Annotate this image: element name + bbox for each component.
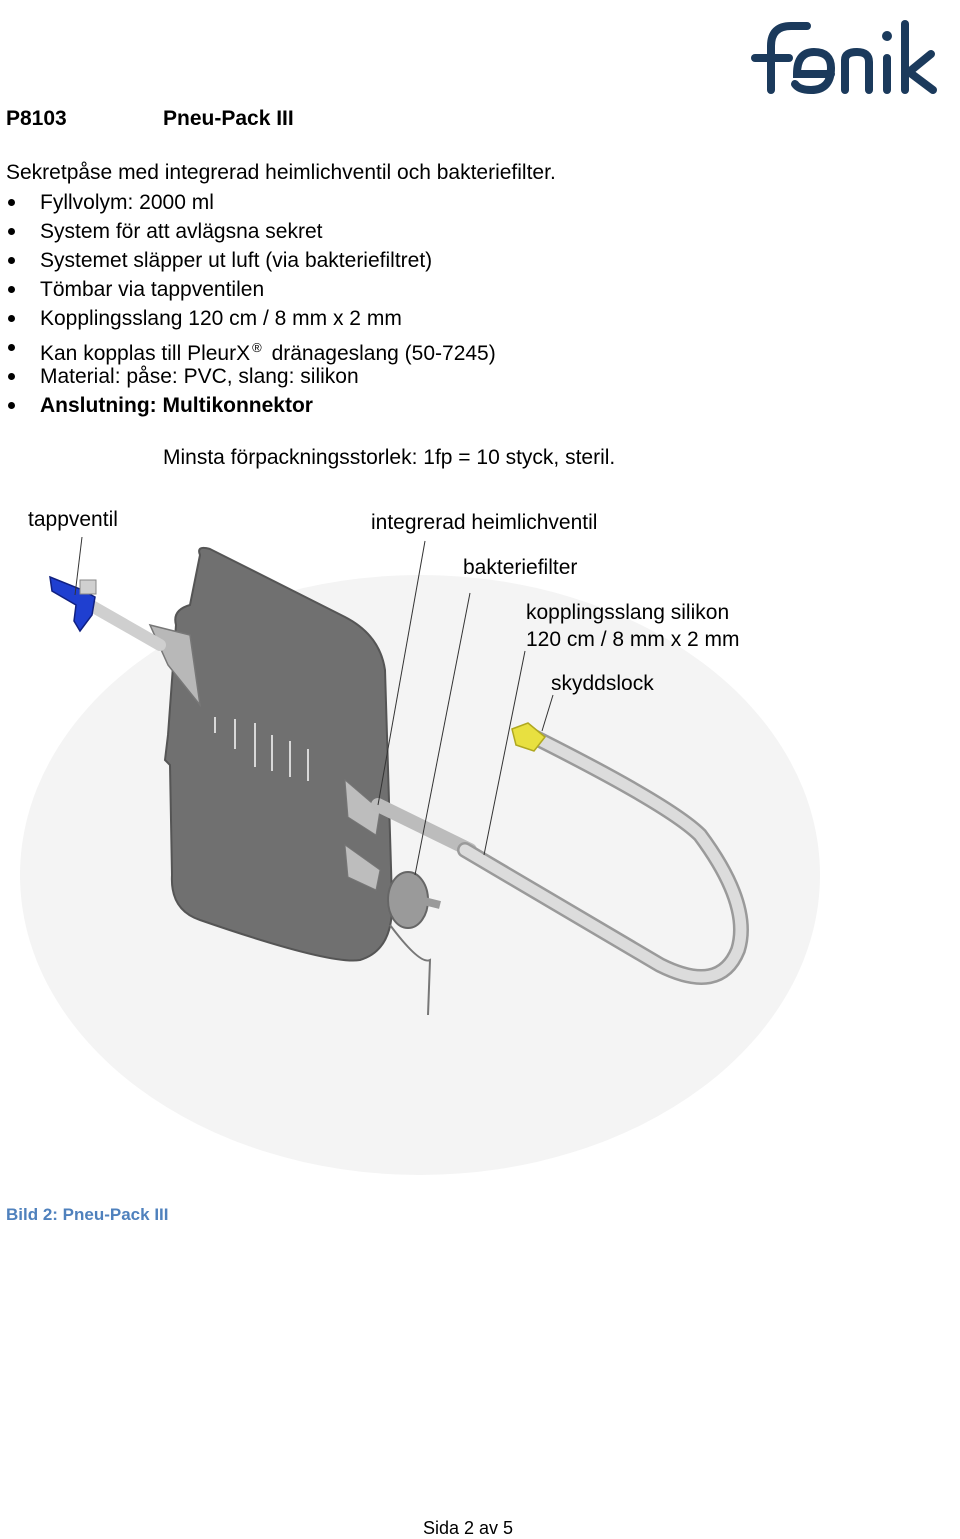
label-filter: bakteriefilter (463, 556, 577, 579)
bullet-icon (8, 286, 15, 293)
graduation-marks (214, 717, 309, 781)
label-heimlich: integrerad heimlichventil (371, 511, 597, 534)
list-item: Anslutning: Multikonnektor (0, 391, 496, 420)
feature-text: Material: påse: PVC, slang: silikon (40, 365, 359, 388)
protective-cap (511, 722, 547, 752)
list-item: Kan kopplas till PleurX® dränageslang (5… (0, 333, 496, 365)
product-code: P8103 (6, 107, 67, 130)
list-item: Fyllvolym: 2000 ml (0, 188, 496, 217)
bullet-icon (8, 228, 15, 235)
heimlich-valve (344, 778, 381, 836)
feature-text: Systemet släpper ut luft (via bakteriefi… (40, 249, 433, 272)
feature-list: Fyllvolym: 2000 ml System för att avlägs… (0, 188, 496, 420)
filter-outlet (419, 896, 441, 909)
feature-text: Kopplingsslang 120 cm / 8 mm x 2 mm (40, 307, 402, 330)
leader-lines (74, 536, 554, 876)
product-illustration: tappventil integrerad heimlichventil bak… (20, 508, 820, 1175)
page-number: Sida 2 av 5 (423, 1518, 514, 1538)
packaging-text: Minsta förpackningsstorlek: 1fp = 10 sty… (163, 446, 616, 469)
tap-valve-top (79, 579, 97, 595)
connection-tube-highlight (459, 729, 747, 983)
bullet-icon (8, 344, 15, 351)
label-tube-line1: kopplingsslang silikon (526, 601, 729, 624)
bullet-icon (8, 373, 15, 380)
label-cap: skyddslock (551, 672, 654, 695)
shadow-shape (20, 575, 820, 1175)
label-tappventil: tappventil (28, 508, 118, 531)
bullet-icon (8, 199, 15, 206)
feature-text: Anslutning: Multikonnektor (40, 394, 313, 417)
filter-strap (389, 924, 432, 1016)
bullet-icon (8, 315, 15, 322)
drainage-bag (163, 546, 394, 962)
list-item: System för att avlägsna sekret (0, 217, 496, 246)
label-tube-line2: 120 cm / 8 mm x 2 mm (526, 628, 740, 651)
valve-port (344, 843, 381, 891)
feature-text-rest: dränageslang (50-7245) (271, 342, 496, 365)
bullet-icon (8, 402, 15, 409)
list-item: Material: påse: PVC, slang: silikon (0, 362, 496, 391)
list-item: Systemet släpper ut luft (via bakteriefi… (0, 246, 496, 275)
bullet-icon (8, 257, 15, 264)
intro-text: Sekretpåse med integrerad heimlichventil… (6, 161, 556, 184)
product-name: Pneu-Pack III (163, 107, 294, 130)
list-item: Kopplingsslang 120 cm / 8 mm x 2 mm (0, 304, 496, 333)
feature-text: Tömbar via tappventilen (40, 278, 265, 301)
fenik-logo (751, 20, 937, 95)
list-item: Tömbar via tappventilen (0, 275, 496, 304)
feature-text: System för att avlägsna sekret (40, 220, 323, 243)
feature-text: Fyllvolym: 2000 ml (40, 191, 214, 214)
registered-mark: ® (252, 340, 262, 355)
feature-text: Kan kopplas till PleurX (40, 342, 251, 365)
figure-caption: Bild 2: Pneu-Pack III (6, 1205, 169, 1224)
drain-tube (84, 599, 166, 651)
